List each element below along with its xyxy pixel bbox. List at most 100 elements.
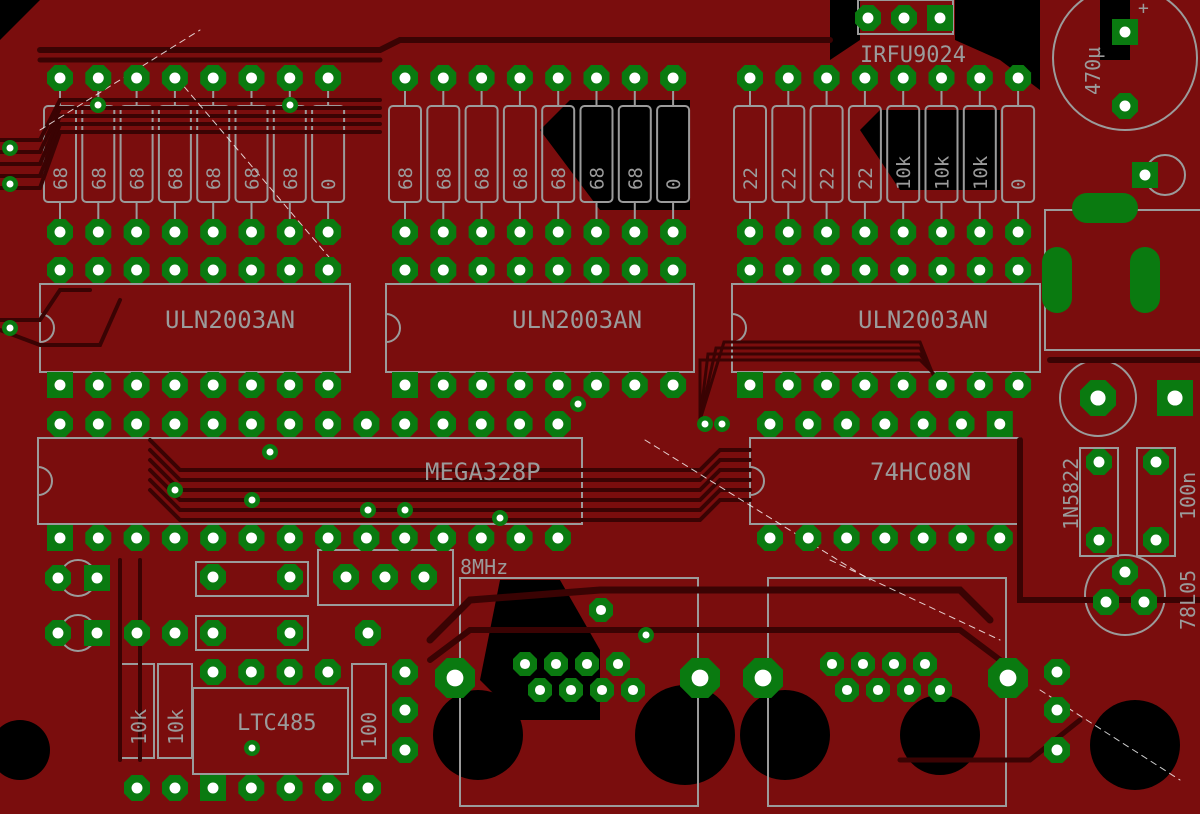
- drill-hole: [92, 418, 104, 430]
- drill-hole: [1051, 704, 1063, 716]
- drill-hole: [999, 669, 1017, 687]
- drill-hole: [1093, 534, 1105, 546]
- drill-hole: [131, 532, 143, 544]
- silk-outline: [1136, 447, 1176, 557]
- drill-hole: [879, 532, 891, 544]
- drill-hole: [1051, 666, 1063, 678]
- drill-hole: [169, 379, 181, 391]
- resistor-value-label: 0: [318, 179, 340, 190]
- drill-hole: [595, 604, 607, 616]
- drill-hole: [437, 72, 449, 84]
- drill-hole: [629, 72, 641, 84]
- drill-hole: [322, 532, 334, 544]
- via-hole: [642, 631, 650, 639]
- pullup-resistor-1-label: 10k: [127, 709, 151, 745]
- drill-hole: [821, 264, 833, 276]
- drill-hole: [627, 684, 639, 696]
- drill-hole: [565, 684, 577, 696]
- resistor-value-label: 10k: [970, 155, 992, 190]
- drill-hole: [552, 226, 564, 238]
- drill-hole: [744, 226, 756, 238]
- via-hole: [401, 506, 409, 514]
- drill-hole: [1090, 390, 1106, 406]
- drill-hole: [956, 418, 967, 430]
- drill-hole: [246, 379, 257, 391]
- drill-hole: [821, 226, 833, 238]
- via-hole: [718, 420, 726, 428]
- drill-hole: [629, 264, 641, 276]
- drill-hole: [207, 72, 219, 84]
- drill-hole: [131, 72, 143, 84]
- drill-hole: [974, 226, 986, 238]
- drill-hole: [552, 72, 564, 84]
- uln3-label: ULN2003AN: [858, 306, 988, 334]
- drill-hole: [169, 782, 181, 794]
- drill-hole: [169, 72, 181, 84]
- resistor-value-label: 68: [395, 167, 417, 190]
- drill-hole: [131, 264, 143, 276]
- drill-hole: [54, 264, 66, 276]
- via-hole: [701, 420, 709, 428]
- drill-hole: [956, 532, 967, 544]
- drill-hole: [934, 12, 946, 24]
- drill-hole: [974, 379, 986, 391]
- via-hole: [248, 496, 256, 504]
- trace: [148, 448, 752, 482]
- via-hole: [6, 144, 14, 152]
- drill-hole: [92, 264, 104, 276]
- drill-hole: [936, 379, 947, 391]
- silk-outline: [351, 663, 387, 759]
- drill-hole: [207, 571, 219, 583]
- drill-hole: [857, 658, 869, 670]
- drill-hole: [437, 379, 449, 391]
- resistor-value-label: 68: [280, 167, 302, 190]
- via-hole: [6, 324, 14, 332]
- drill-hole: [399, 379, 411, 391]
- trace: [0, 122, 382, 178]
- resistor-value-label: 22: [855, 167, 877, 190]
- drill-hole: [1167, 390, 1183, 406]
- drill-hole: [245, 666, 257, 678]
- drill-hole: [581, 658, 593, 670]
- drill-hole: [691, 669, 709, 687]
- rs485-label: LTC485: [237, 711, 316, 736]
- regulator-outline: [1084, 554, 1166, 636]
- drill-hole: [322, 782, 334, 794]
- drill-hole: [859, 264, 871, 276]
- drill-hole: [360, 532, 372, 544]
- silk-outline: [731, 283, 1041, 373]
- drill-hole: [284, 72, 296, 84]
- drill-hole: [92, 532, 104, 544]
- drill-hole: [1012, 72, 1024, 84]
- drill-hole: [919, 658, 931, 670]
- drill-hole: [399, 666, 411, 678]
- drill-hole: [667, 264, 679, 276]
- drill-hole: [782, 226, 794, 238]
- drill-hole: [322, 379, 334, 391]
- drill-hole: [169, 627, 181, 639]
- silk-outline: [385, 283, 695, 373]
- drill-hole: [744, 72, 756, 84]
- isolation-areas: [0, 0, 1180, 790]
- drill-hole: [1119, 26, 1131, 38]
- resistor-value-label: 0: [663, 179, 685, 190]
- drill-hole: [629, 379, 641, 391]
- resistor-value-label: 68: [510, 167, 532, 190]
- drill-hole: [879, 418, 891, 430]
- drill-hole: [1150, 456, 1162, 468]
- airwire: [169, 69, 341, 271]
- silk-outline: [157, 663, 193, 759]
- chip-notch: [749, 466, 765, 496]
- drill-hole: [340, 571, 352, 583]
- mcu-label: MEGA328P: [425, 458, 541, 486]
- drill-hole: [764, 418, 776, 430]
- drill-hole: [446, 669, 464, 687]
- drill-hole: [169, 532, 181, 544]
- resistor-value-label: 68: [472, 167, 494, 190]
- uln1-label: ULN2003AN: [165, 306, 295, 334]
- drill-hole: [399, 226, 411, 238]
- drill-hole: [399, 532, 411, 544]
- drill-hole: [591, 264, 602, 276]
- termination-resistor-label: 100: [357, 712, 381, 748]
